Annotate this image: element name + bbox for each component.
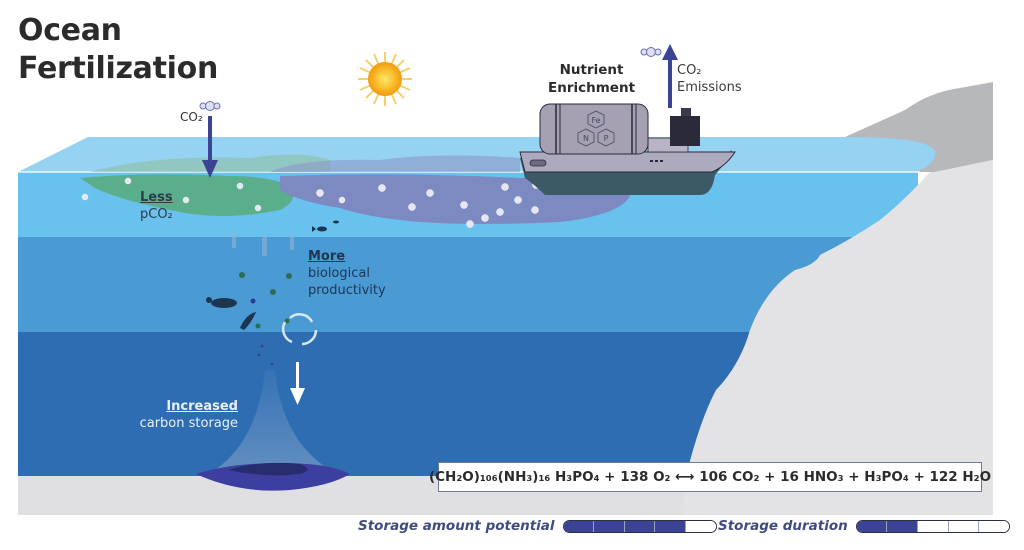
nutrient-label: Nutrient — [559, 62, 624, 78]
page-title: Ocean Fertilization — [18, 12, 218, 88]
rating-segment-empty — [917, 520, 949, 532]
less-pco2-label: Less pCO₂ — [140, 189, 173, 223]
increased-label: Increased — [166, 399, 238, 414]
co2-molecule-emission-icon — [640, 47, 662, 57]
more-productivity-label: More biological productivity — [308, 248, 386, 299]
cycle-arrows-icon — [281, 313, 318, 346]
rating-storage-amount: Storage amount potential — [358, 518, 717, 534]
rating-bar — [855, 519, 1010, 533]
tank-element-n: N — [583, 134, 589, 143]
down-arrow-icon — [290, 362, 305, 405]
tank-element-fe: Fe — [591, 116, 600, 125]
rating-segment-filled — [856, 520, 888, 532]
co2-molecule-icon — [199, 101, 221, 111]
rating-segment-filled — [655, 520, 686, 532]
co2-emissions-label: CO₂ Emissions — [677, 62, 742, 96]
co2-emission-text: Emissions — [677, 80, 742, 95]
ship-icon: Fe N P — [519, 103, 736, 195]
more-label: More — [308, 249, 346, 264]
nutrient-enrichment-label: Nutrient Enrichment — [548, 61, 635, 97]
co2-absorption-arrow — [202, 116, 218, 178]
dolphin-icon — [240, 312, 256, 330]
carbon-storage-label: carbon storage — [139, 416, 238, 431]
rating-label: Storage duration — [718, 518, 848, 534]
tank-element-p: P — [604, 134, 609, 143]
co2-emission-arrow — [662, 44, 678, 108]
productivity-label: productivity — [308, 283, 386, 298]
rating-label: Storage amount potential — [358, 518, 555, 534]
title-line-2: Fertilization — [18, 51, 219, 86]
less-label: Less — [140, 190, 173, 205]
title-line-1: Ocean — [18, 13, 122, 48]
enrichment-label: Enrichment — [548, 80, 636, 96]
sinking-particles — [232, 232, 294, 366]
chemical-equation: (CH₂O)₁₀₆(NH₃)₁₆ H₃PO₄ + 138 O₂ ⟷ 106 CO… — [429, 462, 991, 492]
sun-icon — [358, 52, 412, 106]
rating-bar — [562, 519, 717, 533]
fish-icon — [312, 220, 339, 232]
cliff — [683, 160, 993, 515]
rating-segment-filled — [624, 520, 656, 532]
biological-label: biological — [308, 266, 370, 281]
rating-segment-filled — [563, 520, 595, 532]
co2-emission-co2: CO₂ — [677, 63, 702, 78]
rating-segment-empty — [979, 520, 1009, 532]
increased-storage-label: Increased carbon storage — [136, 398, 238, 432]
rating-segment-empty — [948, 520, 980, 532]
nutrient-tank-icon: Fe N P — [539, 103, 649, 155]
co2-atmosphere-label: CO₂ — [180, 110, 203, 124]
pco2-label: pCO₂ — [140, 207, 173, 222]
rating-segment-filled — [887, 520, 918, 532]
rating-segment-filled — [594, 520, 625, 532]
rating-segment-empty — [685, 520, 716, 532]
seal-icon — [206, 297, 237, 308]
carbon-plume — [215, 370, 330, 470]
rating-storage-duration: Storage duration — [718, 518, 1010, 534]
